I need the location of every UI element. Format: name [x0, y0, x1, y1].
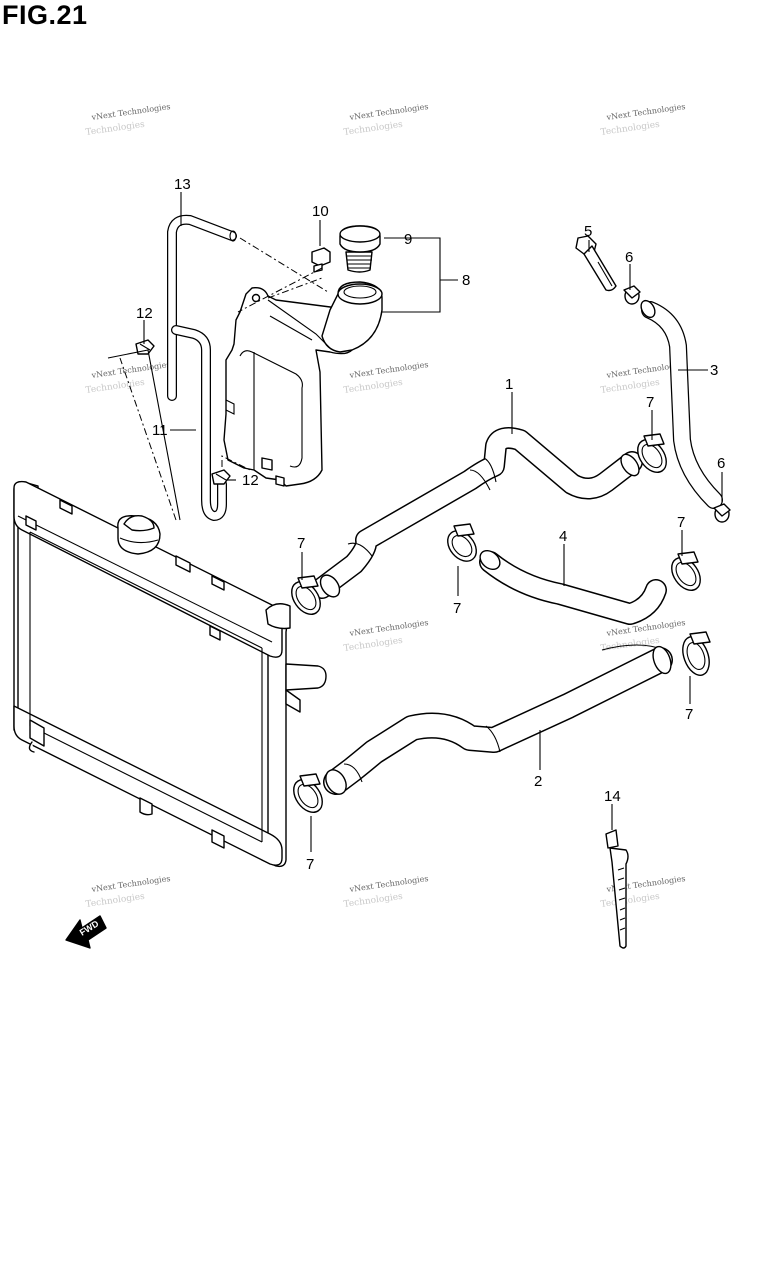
hose-13	[167, 214, 329, 401]
callout-3: 3	[710, 362, 718, 379]
callout-6-upper: 6	[625, 249, 633, 266]
callout-9: 9	[404, 231, 412, 248]
callout-7-f: 7	[306, 856, 314, 873]
callout-8: 8	[462, 272, 470, 289]
reservoir-cap	[339, 225, 381, 273]
svg-text:Technologies: Technologies	[85, 378, 146, 396]
clamp-6-lower	[713, 503, 731, 523]
svg-text:Technologies: Technologies	[600, 120, 661, 138]
figure-title: FIG.21	[2, 0, 88, 30]
clip-12-lower	[211, 469, 231, 485]
callout-12-upper: 12	[136, 305, 153, 322]
svg-text:Technologies: Technologies	[343, 636, 404, 654]
watermark: Technologies vNext Technologies	[343, 360, 429, 396]
watermark: Technologies vNext Technologies	[600, 874, 686, 910]
clamp-7-hose2-right	[682, 631, 711, 676]
svg-text:Technologies: Technologies	[343, 378, 404, 396]
svg-text:Technologies: Technologies	[85, 120, 146, 138]
clamp-7-hose1-left	[291, 575, 321, 615]
watermark: Technologies vNext Technologies	[343, 102, 429, 138]
watermark: Technologies vNext Technologies	[343, 618, 429, 654]
svg-text:vNext Technologies: vNext Technologies	[90, 874, 171, 894]
hose-2	[323, 644, 673, 795]
radiator	[13, 480, 327, 868]
bolt-10	[237, 247, 331, 313]
callout-2: 2	[534, 773, 542, 790]
callout-6-lower: 6	[717, 455, 725, 472]
clamp-7-hose4-left	[447, 523, 477, 562]
svg-text:vNext Technologies: vNext Technologies	[348, 360, 429, 380]
callout-11: 11	[152, 422, 168, 439]
svg-text:vNext Technologies: vNext Technologies	[348, 874, 429, 894]
svg-text:vNext Technologies: vNext Technologies	[348, 102, 429, 122]
watermark: Technologies vNext Technologies	[85, 874, 171, 910]
callout-7-a: 7	[646, 394, 654, 411]
hose-11	[119, 325, 251, 521]
callout-5: 5	[584, 223, 592, 240]
callout-10: 10	[312, 203, 329, 220]
callout-13: 13	[174, 176, 191, 193]
watermark: Technologies vNext Technologies	[85, 360, 171, 396]
callout-7-d: 7	[453, 600, 461, 617]
svg-text:vNext Technologies: vNext Technologies	[90, 102, 171, 122]
hose-3	[640, 299, 723, 509]
svg-text:vNext Technologies: vNext Technologies	[348, 618, 429, 638]
fwd-arrow: FWD	[65, 915, 107, 949]
svg-text:Technologies: Technologies	[343, 892, 404, 910]
clamp-7-hose2-left	[293, 773, 323, 813]
svg-text:Technologies: Technologies	[343, 120, 404, 138]
svg-text:Technologies: Technologies	[85, 892, 146, 910]
callout-12-lower: 12	[242, 472, 259, 489]
hose-1	[311, 427, 643, 599]
watermark: Technologies vNext Technologies	[343, 874, 429, 910]
svg-text:vNext Technologies: vNext Technologies	[90, 360, 171, 380]
cable-tie-14	[605, 829, 629, 949]
svg-text:vNext Technologies: vNext Technologies	[605, 102, 686, 122]
callout-1: 1	[505, 376, 513, 393]
callout-7-c: 7	[297, 535, 305, 552]
clamp-6-upper	[623, 285, 641, 305]
watermark: Technologies vNext Technologies	[600, 618, 686, 654]
clamp-7-hose4-right	[671, 551, 701, 591]
hose-4	[479, 549, 667, 625]
callout-14: 14	[604, 788, 621, 805]
fitting-5	[575, 235, 617, 292]
callout-7-b: 7	[677, 514, 685, 531]
leader-line	[107, 349, 181, 521]
callout-7-e: 7	[685, 706, 693, 723]
leader-lines	[143, 192, 723, 852]
callouts: 13 10 9 8 5 6 12 3 1 7 11 12 6 7 4 7 7 7…	[136, 176, 725, 873]
watermark: Technologies vNext Technologies	[600, 102, 686, 138]
callout-4: 4	[559, 528, 567, 545]
watermark: Technologies vNext Technologies	[85, 102, 171, 138]
svg-text:Technologies: Technologies	[600, 892, 661, 910]
clamp-7-hose1-right	[637, 433, 667, 473]
